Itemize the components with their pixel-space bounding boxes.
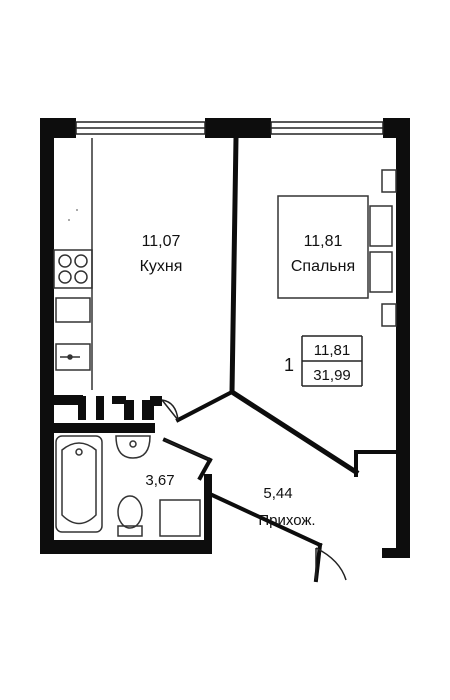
bottom-right-stub: [382, 548, 410, 558]
kitchen-area-label: 11,07: [142, 233, 181, 250]
total-area: 31,99: [313, 367, 351, 384]
bathroom-area-label: 3,67: [145, 472, 174, 489]
bottom-wall-left: [40, 540, 210, 554]
burner-4: [74, 270, 88, 284]
toilet-tank: [117, 525, 143, 537]
washing-machine: [159, 499, 201, 537]
pillow-2: [369, 251, 393, 293]
bathroom-right-wall: [204, 474, 212, 554]
bedroom-area-label: 11,81: [304, 233, 343, 250]
kitchen-furniture: [53, 138, 93, 390]
burner-1: [58, 254, 72, 268]
kitchen-name-label: Кухня: [140, 258, 183, 275]
bed-frame: [277, 195, 369, 299]
living-area: 11,81: [314, 342, 350, 359]
bedroom-name-label: Спальня: [291, 258, 355, 275]
kitchen-bottom-blocks: [78, 396, 162, 420]
door-kitchen: [161, 399, 179, 421]
partition-bedroom-hallway-diag: [228, 388, 360, 476]
partition-kitchen-bedroom: [229, 135, 239, 395]
outer-walls: [40, 118, 410, 558]
bathtub: [55, 435, 103, 533]
left-wall: [40, 118, 54, 554]
stove: [53, 249, 93, 289]
area-summary: 1 11,81 31,99: [284, 335, 363, 387]
bed: [277, 169, 397, 327]
hallway-area-label: 5,44: [263, 485, 292, 502]
top-wall-pier: [205, 118, 271, 138]
right-wall: [396, 118, 410, 558]
pillow-1: [369, 205, 393, 247]
interior-walls: [49, 135, 398, 583]
hallway-name-label: Прихож.: [258, 512, 315, 529]
oven: [55, 297, 91, 323]
kitchen-sink: [55, 343, 91, 371]
nightstand-bottom: [381, 303, 397, 327]
windows: [75, 121, 384, 135]
washbasin: [115, 435, 151, 459]
nightstand-top: [381, 169, 397, 193]
room-labels: 11,07 Кухня 11,81 Спальня 3,67 5,44 Прих…: [140, 233, 356, 529]
door-entrance: [315, 547, 347, 581]
bathroom-fixtures: [55, 435, 201, 537]
burner-2: [74, 254, 88, 268]
burner-3: [58, 270, 72, 284]
rooms-count: 1: [284, 355, 294, 375]
toilet-bowl: [117, 495, 143, 529]
wall-ticks: [68, 209, 78, 221]
door-bathroom: [164, 439, 211, 461]
doors: [161, 399, 347, 581]
